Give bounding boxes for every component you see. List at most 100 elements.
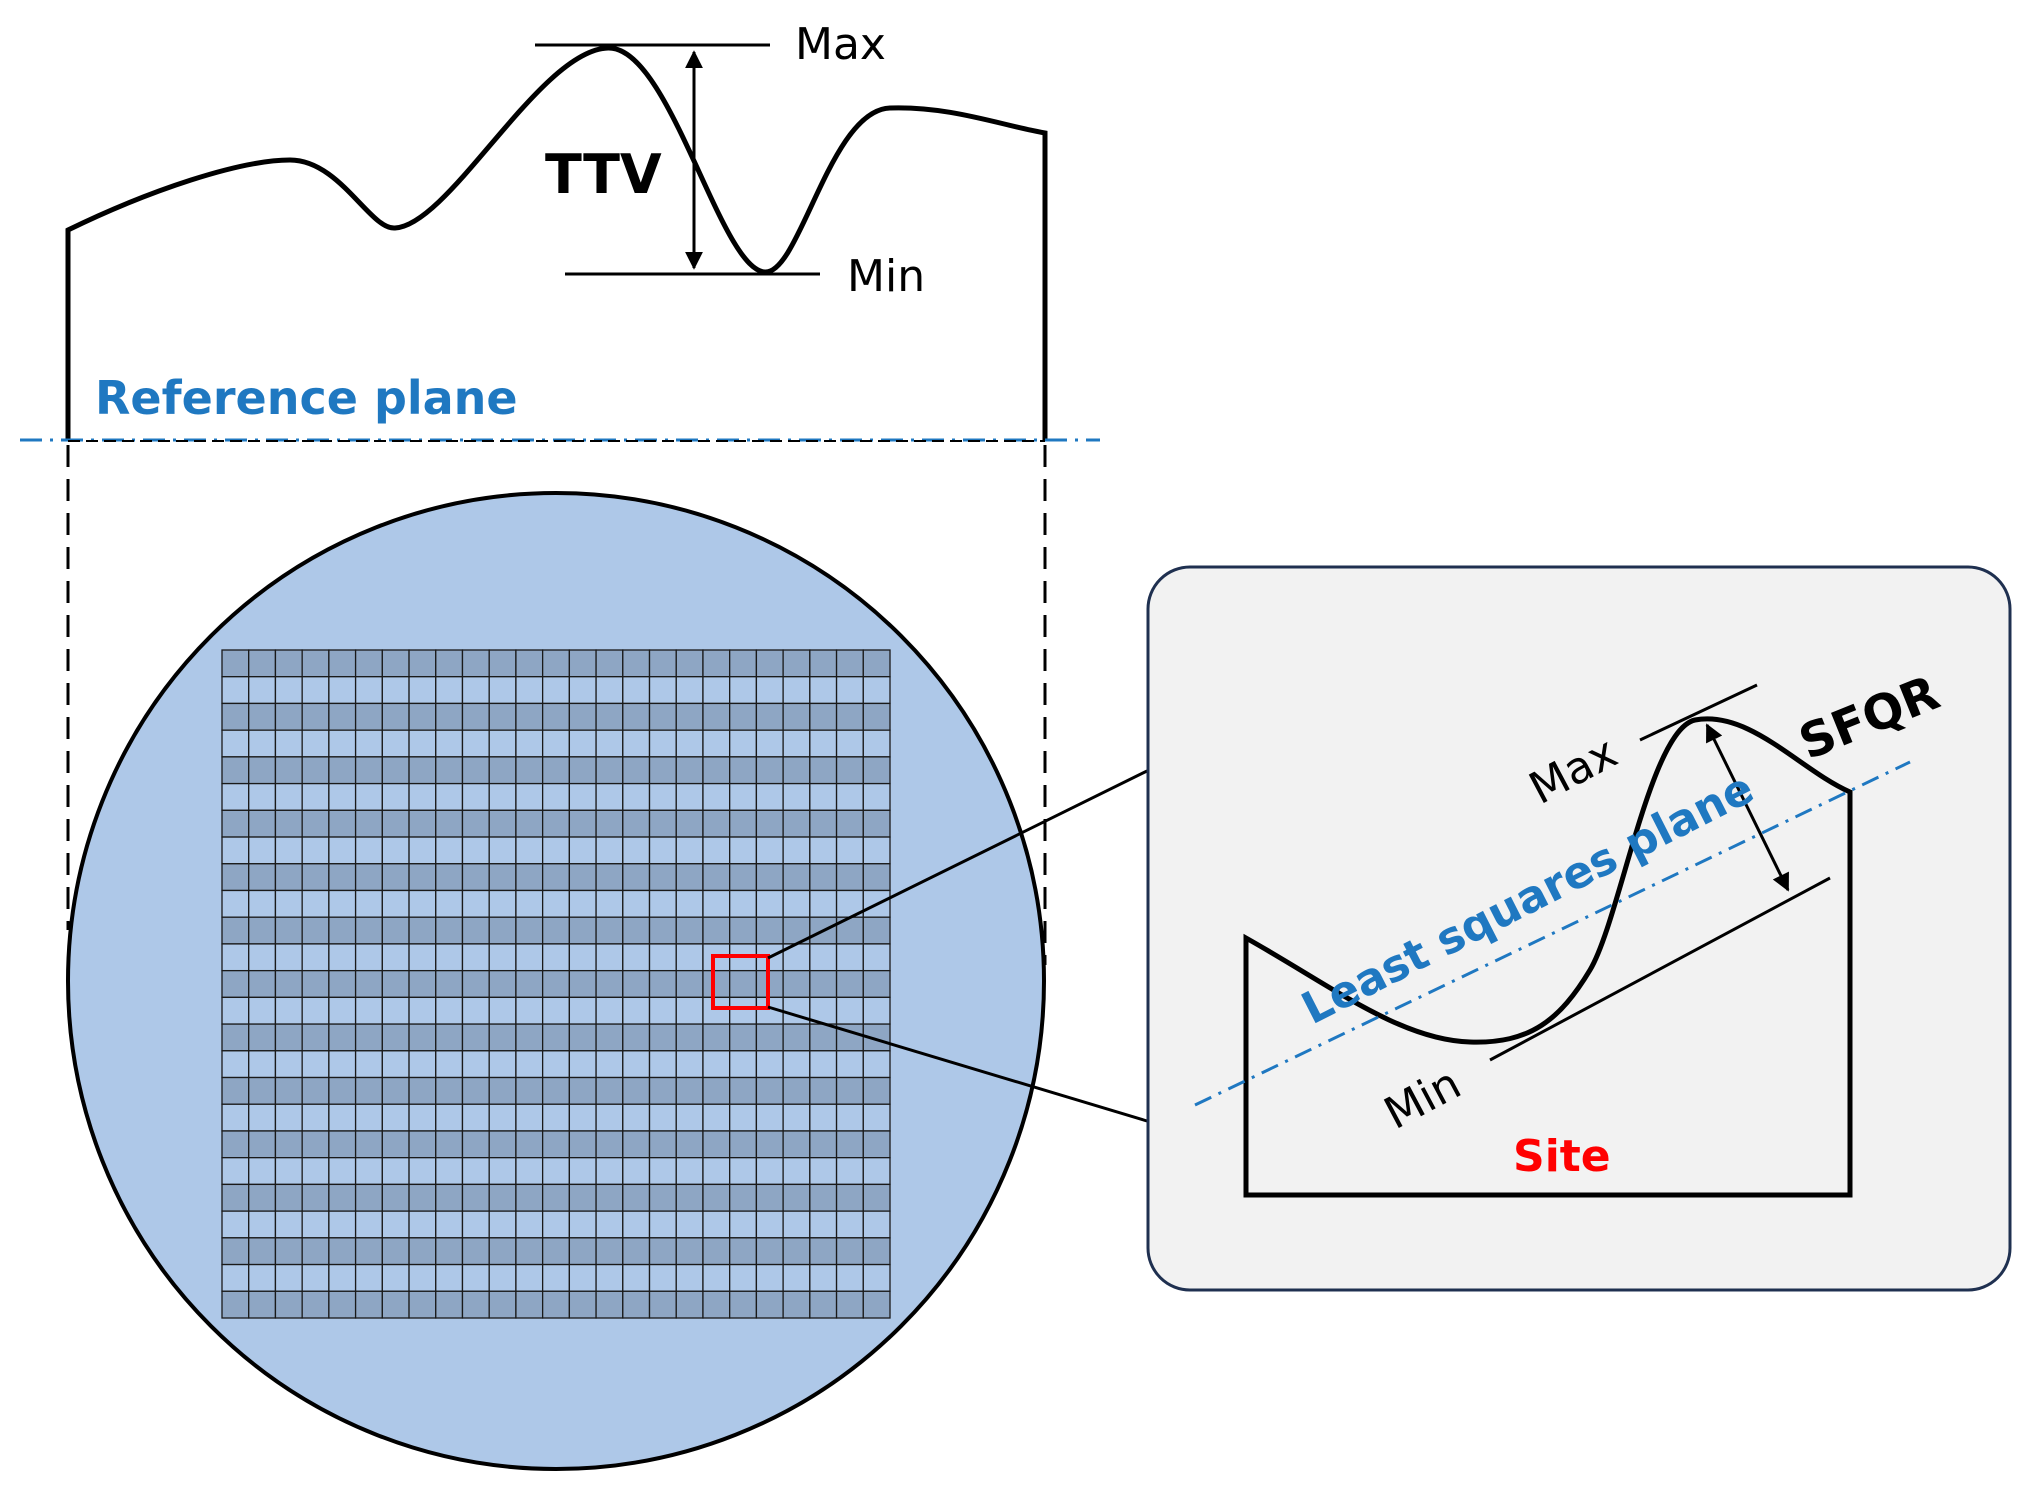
grid-cell <box>782 756 811 785</box>
grid-cell <box>782 1237 811 1266</box>
grid-cell <box>622 889 651 918</box>
grid-cell <box>809 1103 838 1132</box>
grid-cell <box>274 702 303 731</box>
grid-cell <box>702 1130 731 1159</box>
grid-cell <box>835 676 864 705</box>
grid-cell <box>488 1290 517 1319</box>
grid-cell <box>248 1157 277 1186</box>
grid-cell <box>408 1103 437 1132</box>
grid-cell <box>702 1237 731 1266</box>
grid-cell <box>354 996 383 1025</box>
grid-cell <box>702 1050 731 1079</box>
grid-cell <box>541 1290 571 1319</box>
grid-cell <box>702 1103 731 1132</box>
grid-cell <box>862 1050 891 1079</box>
grid-cell <box>328 1050 357 1079</box>
grid-cell <box>354 676 383 705</box>
grid-cell <box>755 1130 784 1159</box>
grid-cell <box>595 1183 624 1212</box>
grid-cell <box>702 889 731 918</box>
grid-cell <box>274 782 303 811</box>
grid-cell <box>221 916 250 945</box>
grid-cell <box>809 1076 838 1105</box>
grid-cell <box>595 836 624 865</box>
grid-cell <box>729 1103 758 1132</box>
grid-cell <box>221 649 250 678</box>
grid-cell <box>274 729 303 758</box>
grid-cell <box>328 729 357 758</box>
grid-cell <box>488 702 517 731</box>
grid-cell <box>408 916 437 945</box>
grid-cell <box>595 782 624 811</box>
grid-cell <box>488 1183 517 1212</box>
grid-cell <box>354 756 383 785</box>
grid-cell <box>568 1130 597 1159</box>
grid-cell <box>622 916 651 945</box>
grid-cell <box>354 1130 383 1159</box>
grid-cell <box>729 756 758 785</box>
grid-cell <box>515 916 544 945</box>
grid-cell <box>862 1076 891 1105</box>
grid-cell <box>274 809 303 838</box>
grid-cell <box>381 1076 410 1105</box>
grid-cell <box>622 1157 651 1186</box>
grid-cell <box>568 649 597 678</box>
grid-cell <box>274 889 303 918</box>
grid-cell <box>568 782 597 811</box>
grid-cell <box>568 1183 597 1212</box>
grid-cell <box>622 863 651 892</box>
grid-cell <box>702 1157 731 1186</box>
grid-cell <box>702 649 731 678</box>
grid-cell <box>328 1263 357 1292</box>
grid-cell <box>248 649 277 678</box>
grid-cell <box>248 1237 277 1266</box>
grid-cell <box>648 676 677 705</box>
grid-cell <box>274 649 303 678</box>
grid-cell <box>461 809 490 838</box>
grid-cell <box>541 649 571 678</box>
grid-cell <box>274 969 303 999</box>
grid-cell <box>221 1076 250 1105</box>
grid-cell <box>622 1023 651 1052</box>
grid-cell <box>648 782 677 811</box>
grid-cell <box>595 1157 624 1186</box>
grid-cell <box>461 996 490 1025</box>
grid-cell <box>274 943 303 972</box>
grid-cell <box>862 1103 891 1132</box>
grid-cell <box>248 1076 277 1105</box>
grid-cell <box>675 969 704 999</box>
grid-cell <box>488 1023 517 1052</box>
grid-cell <box>435 676 464 705</box>
grid-cell <box>835 1290 864 1319</box>
grid-cell <box>568 836 597 865</box>
grid-cell <box>675 729 704 758</box>
grid-cell <box>541 702 571 731</box>
grid-cell <box>515 756 544 785</box>
grid-cell <box>381 969 410 999</box>
grid-cell <box>755 809 784 838</box>
grid-cell <box>248 729 277 758</box>
grid-cell <box>435 863 464 892</box>
grid-cell <box>301 782 330 811</box>
grid-cell <box>862 969 891 999</box>
grid-cell <box>835 649 864 678</box>
grid-cell <box>541 809 571 838</box>
grid-cell <box>435 1157 464 1186</box>
grid-cell <box>221 1130 250 1159</box>
grid-cell <box>408 729 437 758</box>
grid-cell <box>461 836 490 865</box>
grid-cell <box>221 836 250 865</box>
grid-cell <box>729 809 758 838</box>
grid-cell <box>648 1290 677 1319</box>
grid-cell <box>221 889 250 918</box>
grid-cell <box>515 943 544 972</box>
grid-cell <box>755 1210 784 1239</box>
grid-cell <box>568 916 597 945</box>
grid-cell <box>835 1050 864 1079</box>
grid-cell <box>488 756 517 785</box>
grid-cell <box>835 996 864 1025</box>
grid-cell <box>301 863 330 892</box>
grid-cell <box>862 1290 891 1319</box>
grid-cell <box>515 782 544 811</box>
grid-cell <box>354 969 383 999</box>
